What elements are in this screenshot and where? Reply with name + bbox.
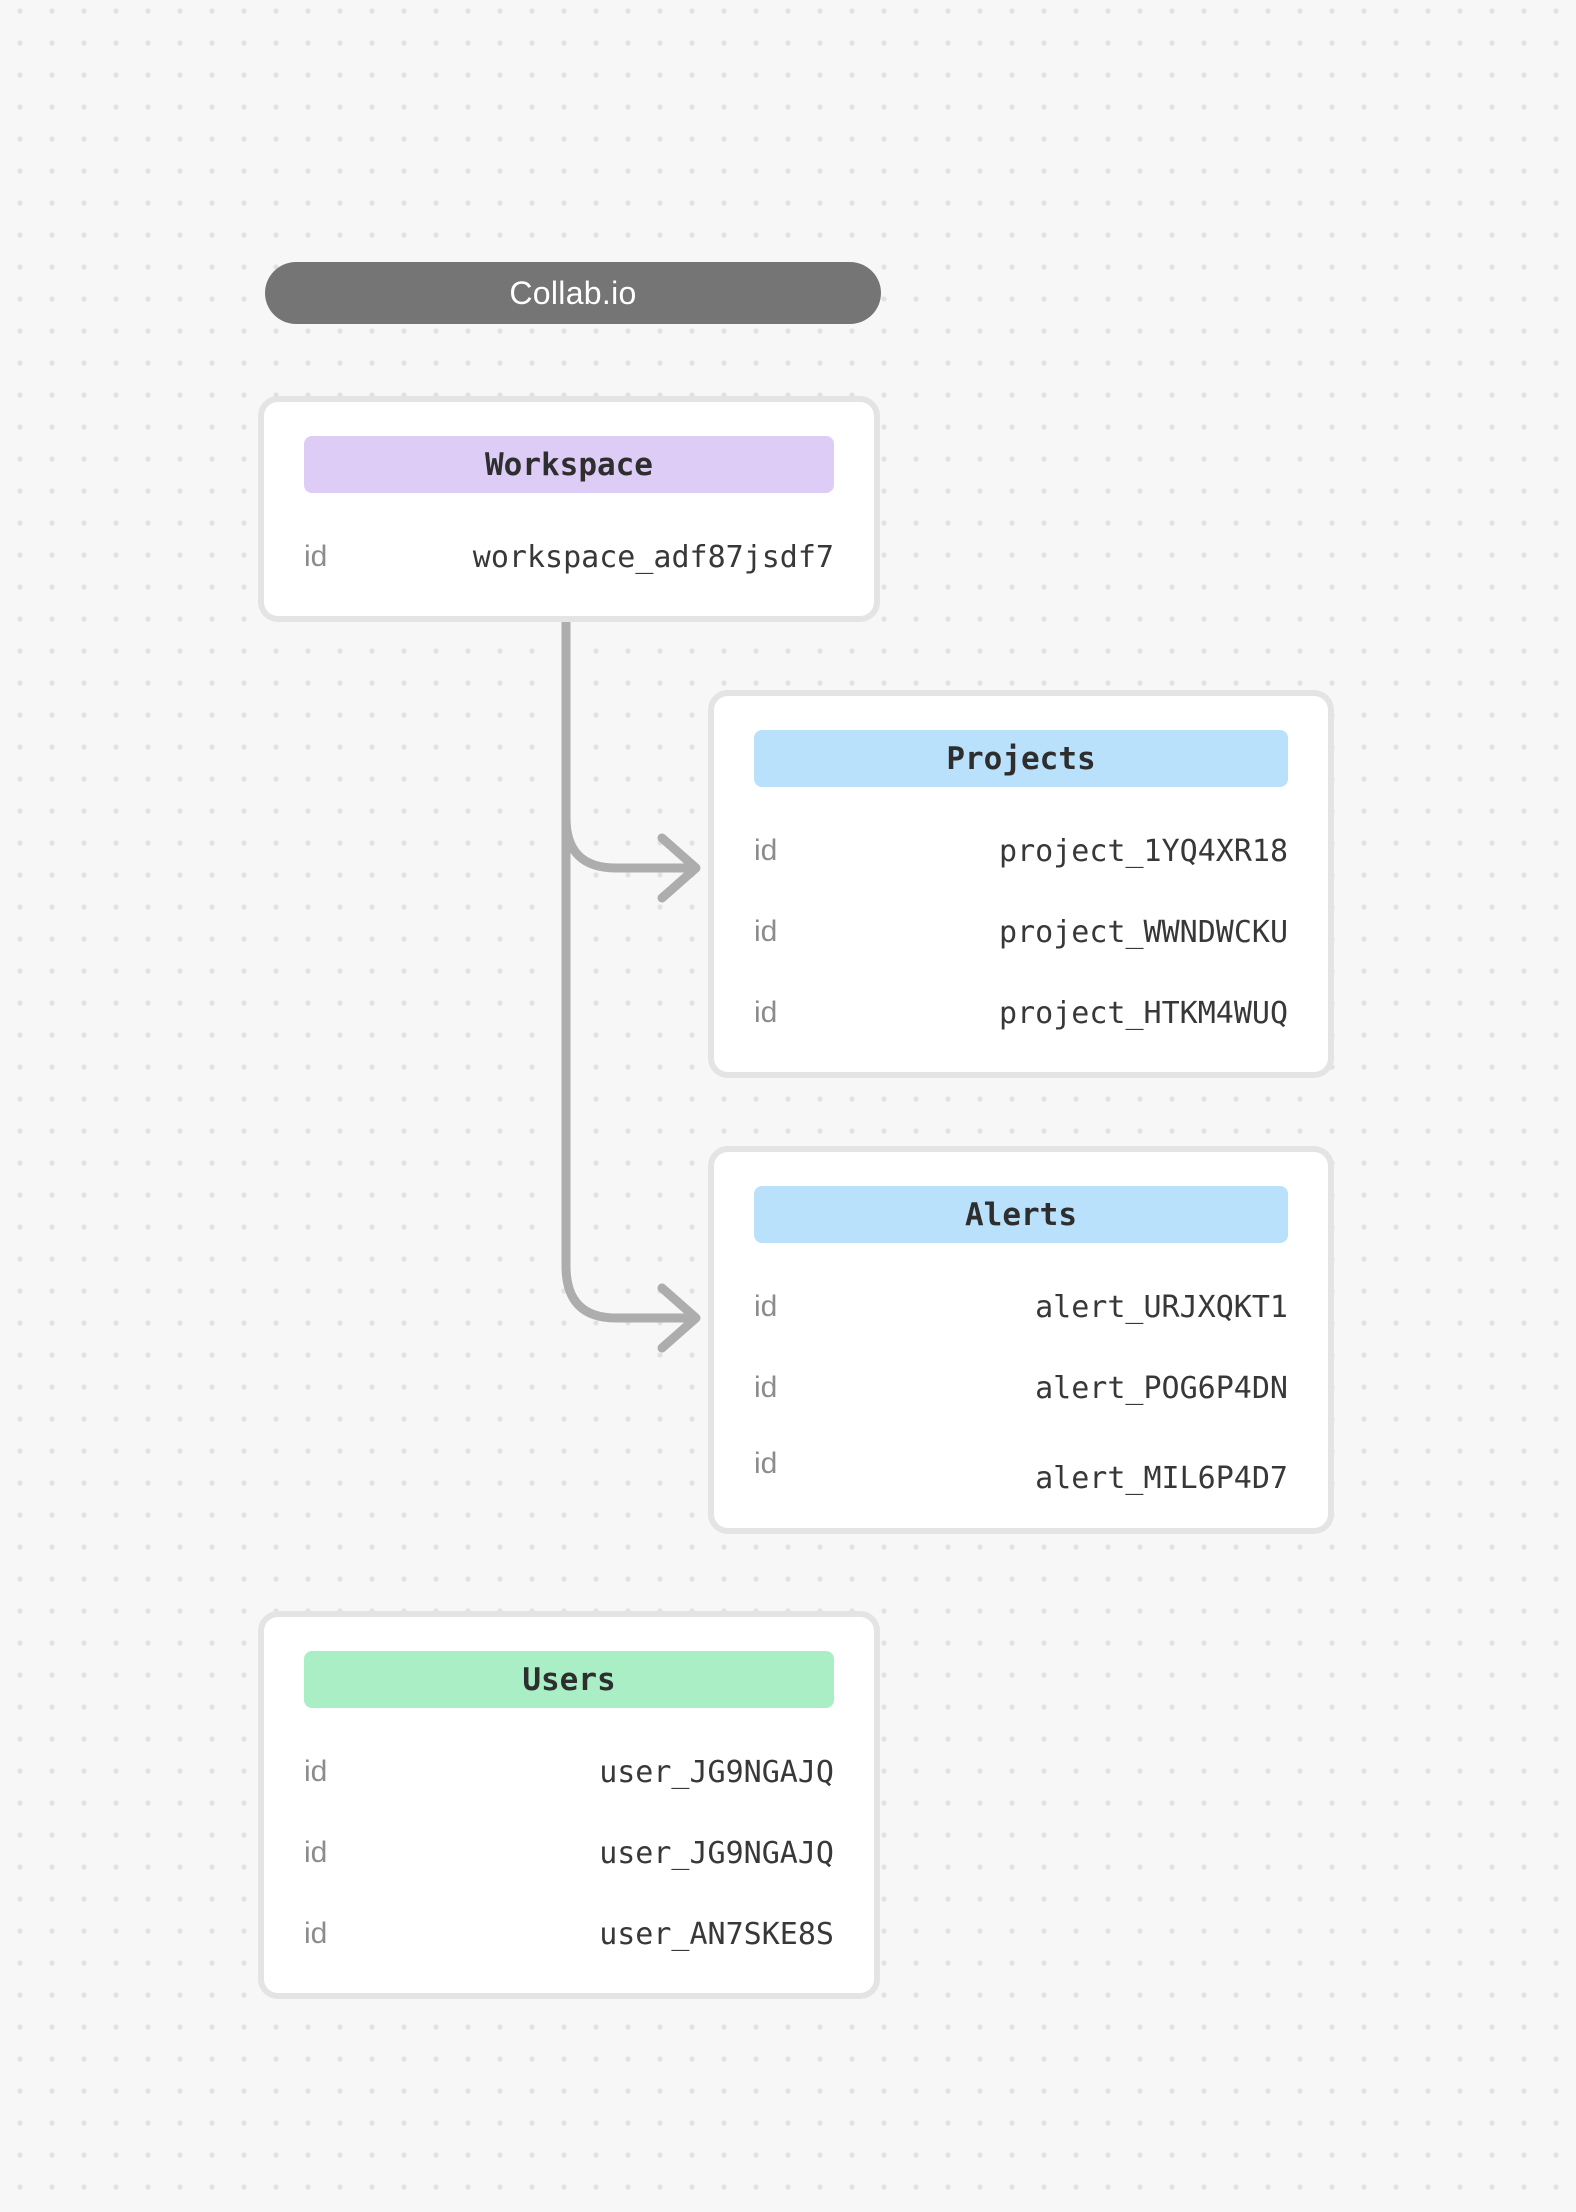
entity-row: id project_WWNDWCKU bbox=[754, 903, 1288, 961]
entity-row: id user_AN7SKE8S bbox=[304, 1905, 834, 1963]
row-value: alert_URJXQKT1 bbox=[1035, 1289, 1288, 1325]
app-title-pill[interactable]: Collab.io bbox=[265, 262, 881, 324]
row-value: project_HTKM4WUQ bbox=[999, 995, 1288, 1031]
row-value: user_JG9NGAJQ bbox=[599, 1754, 834, 1790]
entity-row: id workspace_adf87jsdf7 bbox=[304, 528, 834, 586]
arrowhead-projects-icon bbox=[657, 833, 701, 903]
row-value: user_JG9NGAJQ bbox=[599, 1835, 834, 1871]
row-value: alert_POG6P4DN bbox=[1035, 1370, 1288, 1406]
row-key-label: id bbox=[754, 834, 778, 867]
entity-title: Alerts bbox=[965, 1196, 1077, 1233]
row-value: alert_MIL6P4D7 bbox=[1035, 1460, 1288, 1496]
entity-row: id alert_URJXQKT1 bbox=[754, 1278, 1288, 1336]
row-value: project_1YQ4XR18 bbox=[999, 833, 1288, 869]
row-key-label: id bbox=[754, 1290, 778, 1323]
app-title: Collab.io bbox=[509, 274, 637, 311]
row-value: workspace_adf87jsdf7 bbox=[472, 539, 834, 575]
row-key-label: id bbox=[304, 1836, 328, 1869]
entity-row: id alert_POG6P4DN bbox=[754, 1359, 1288, 1417]
entity-header-alerts: Alerts bbox=[754, 1186, 1288, 1243]
entity-row: id user_JG9NGAJQ bbox=[304, 1743, 834, 1801]
entity-card-projects[interactable]: Projects id project_1YQ4XR18 id project_… bbox=[708, 690, 1334, 1078]
entity-title: Workspace bbox=[485, 446, 653, 483]
entity-card-users[interactable]: Users id user_JG9NGAJQ id user_JG9NGAJQ … bbox=[258, 1611, 880, 1999]
entity-header-workspace: Workspace bbox=[304, 436, 834, 493]
edge-workspace-projects bbox=[561, 785, 695, 873]
entity-title: Users bbox=[522, 1661, 616, 1698]
row-key-label: id bbox=[304, 1917, 328, 1950]
entity-header-projects: Projects bbox=[754, 730, 1288, 787]
row-key-label: id bbox=[304, 1755, 328, 1788]
arrowhead-alerts-icon bbox=[657, 1283, 701, 1353]
entity-card-alerts[interactable]: Alerts id alert_URJXQKT1 id alert_POG6P4… bbox=[708, 1146, 1334, 1534]
entity-row: id alert_MIL6P4D7 bbox=[754, 1440, 1288, 1498]
entity-row: id user_JG9NGAJQ bbox=[304, 1824, 834, 1882]
edge-workspace-alerts bbox=[561, 615, 695, 1323]
entity-card-workspace[interactable]: Workspace id workspace_adf87jsdf7 bbox=[258, 396, 880, 622]
row-key-label: id bbox=[754, 996, 778, 1029]
row-key-label: id bbox=[304, 540, 328, 573]
entity-row: id project_1YQ4XR18 bbox=[754, 822, 1288, 880]
row-value: user_AN7SKE8S bbox=[599, 1916, 834, 1952]
entity-header-users: Users bbox=[304, 1651, 834, 1708]
entity-row: id project_HTKM4WUQ bbox=[754, 984, 1288, 1042]
row-key-label: id bbox=[754, 1371, 778, 1404]
row-key-label: id bbox=[754, 1447, 778, 1480]
entity-title: Projects bbox=[946, 740, 1096, 777]
row-value: project_WWNDWCKU bbox=[999, 914, 1288, 950]
row-key-label: id bbox=[754, 915, 778, 948]
